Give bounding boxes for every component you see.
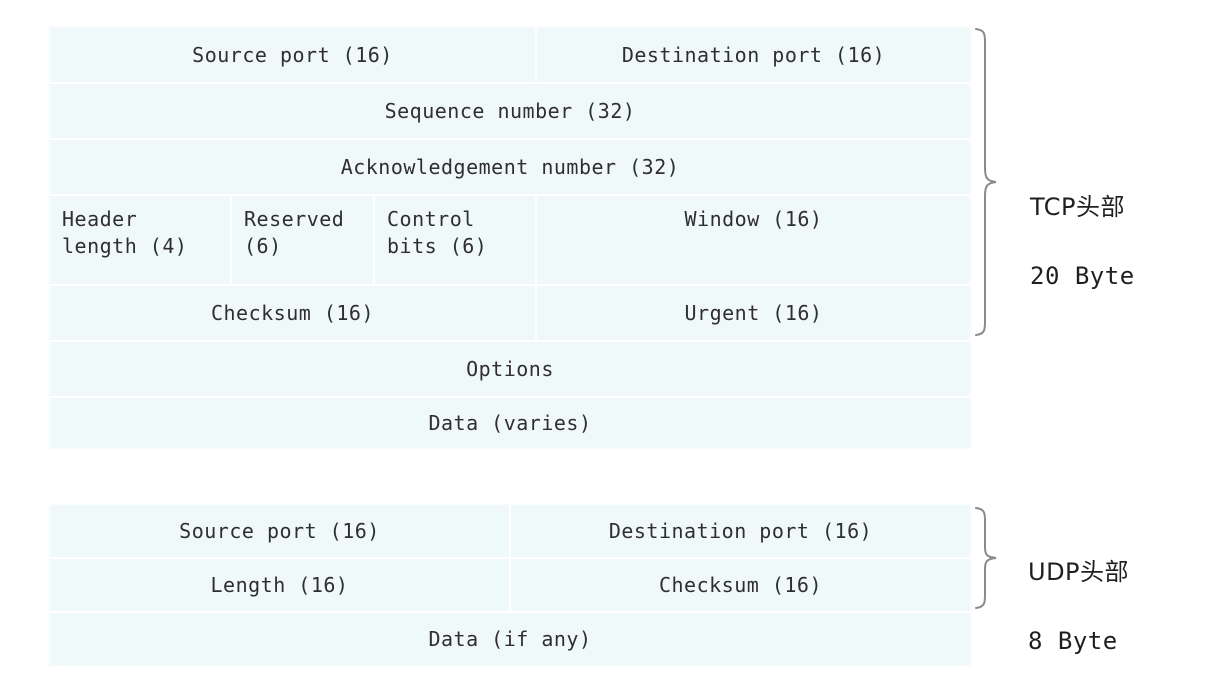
tcp-brace-icon [975,28,997,336]
udp-cell-data: Data (if any) [50,613,970,665]
udp-brace-icon [975,507,997,609]
tcp-header-table: Source port (16) Destination port (16) S… [50,28,970,448]
udp-cell-length: Length (16) [50,559,511,613]
tcp-cell-urgent: Urgent (16) [537,286,970,342]
tcp-cell-source-port: Source port (16) [50,28,537,84]
udp-side-label: UDP头部 8 Byte [1028,520,1129,694]
udp-cell-destination-port: Destination port (16) [511,505,970,559]
tcp-cell-control-bits: Control bits (6) [375,196,537,286]
udp-header-table: Source port (16) Destination port (16) L… [50,505,970,665]
tcp-cell-acknowledgement-number: Acknowledgement number (32) [50,140,970,196]
tcp-cell-window: Window (16) [537,196,970,286]
udp-cell-checksum: Checksum (16) [511,559,970,613]
udp-side-label-line2: 8 Byte [1028,627,1118,656]
tcp-cell-destination-port: Destination port (16) [537,28,970,84]
tcp-side-label: TCP头部 20 Byte [1030,155,1135,329]
tcp-side-label-line2: 20 Byte [1030,262,1135,291]
tcp-cell-sequence-number: Sequence number (32) [50,84,970,140]
tcp-cell-options: Options [50,342,970,398]
tcp-cell-reserved: Reserved (6) [232,196,375,286]
udp-cell-source-port: Source port (16) [50,505,511,559]
udp-side-label-line1: UDP头部 [1028,557,1130,586]
tcp-cell-checksum: Checksum (16) [50,286,537,342]
tcp-side-label-line1: TCP头部 [1030,192,1125,221]
tcp-cell-data: Data (varies) [50,398,970,448]
tcp-cell-header-length: Header length (4) [50,196,232,286]
